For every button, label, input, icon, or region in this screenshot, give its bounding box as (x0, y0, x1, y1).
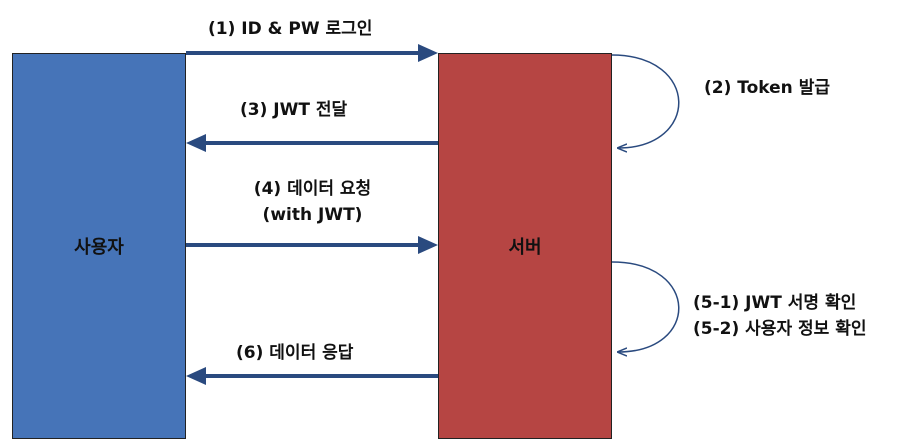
deliver-jwt-arrow (186, 134, 438, 152)
deliver-jwt-label: (3) JWT 전달 (240, 100, 348, 120)
verify-loop-arrow (611, 261, 680, 352)
response-arrow (186, 367, 438, 385)
request-label-line2: (with JWT) (262, 205, 363, 225)
verify-label: (5-1) JWT 서명 확인 (5-2) 사용자 정보 확인 (693, 290, 867, 342)
user-node-label: 사용자 (74, 237, 124, 258)
login-arrow (186, 44, 438, 62)
verify-label-line2: (5-2) 사용자 정보 확인 (693, 319, 867, 339)
request-arrow (186, 236, 438, 254)
request-label-line1: (4) 데이터 요청 (253, 179, 372, 199)
issue-token-label: (2) Token 발급 (704, 78, 830, 98)
issue-token-loop-arrow (611, 54, 680, 148)
user-node: 사용자 (12, 53, 186, 439)
request-label: (4) 데이터 요청 (with JWT) (210, 176, 415, 228)
login-label: (1) ID & PW 로그인 (208, 19, 373, 39)
server-node-label: 서버 (508, 237, 542, 258)
server-node: 서버 (438, 53, 612, 439)
verify-label-line1: (5-1) JWT 서명 확인 (693, 293, 857, 313)
response-label: (6) 데이터 응답 (236, 343, 354, 363)
